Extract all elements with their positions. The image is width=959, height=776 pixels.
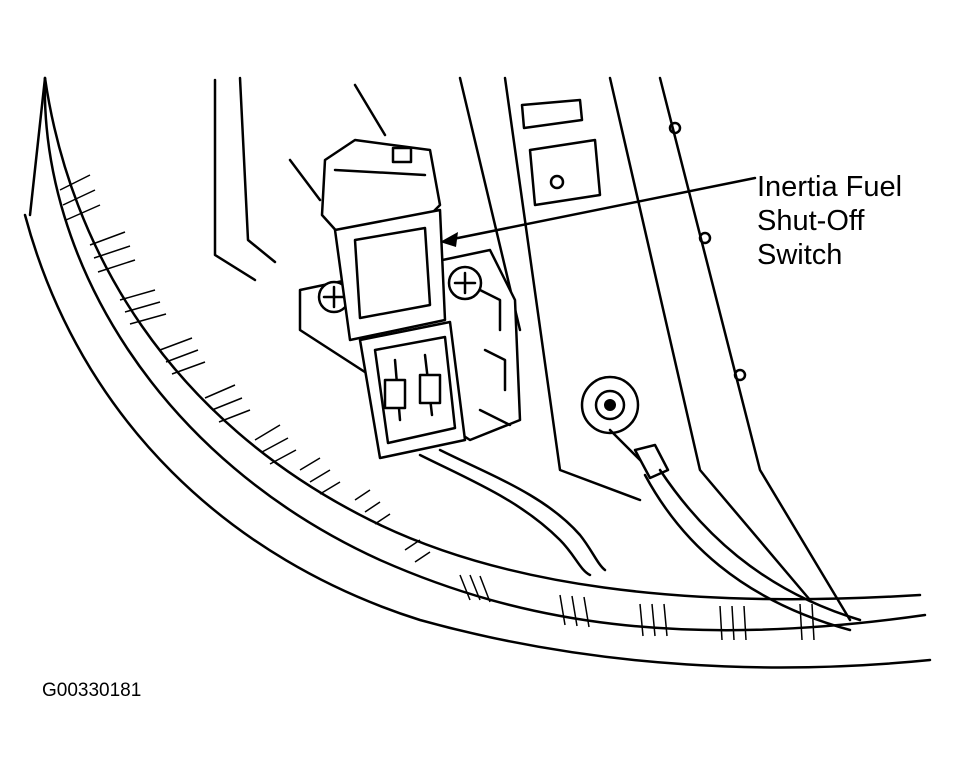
figure-id-label: G00330181: [42, 680, 142, 701]
callout-leader: [440, 176, 757, 247]
harness-wires: [418, 448, 607, 577]
wiring-connector: [358, 320, 467, 460]
inertia-switch-body: [320, 138, 447, 342]
ground-bolt: [580, 375, 862, 632]
body-panel-outline: [23, 76, 932, 669]
trim-panels: [213, 76, 852, 622]
mounting-screws: [317, 265, 483, 314]
inertia-switch-callout-label: Inertia Fuel Shut-Off Switch: [757, 170, 902, 272]
callout-line-1: Inertia Fuel: [757, 171, 903, 203]
wiring-loom-stripes: [59, 174, 815, 641]
callout-line-3: Switch: [757, 239, 843, 271]
callout-line-2: Shut-Off: [757, 205, 865, 237]
